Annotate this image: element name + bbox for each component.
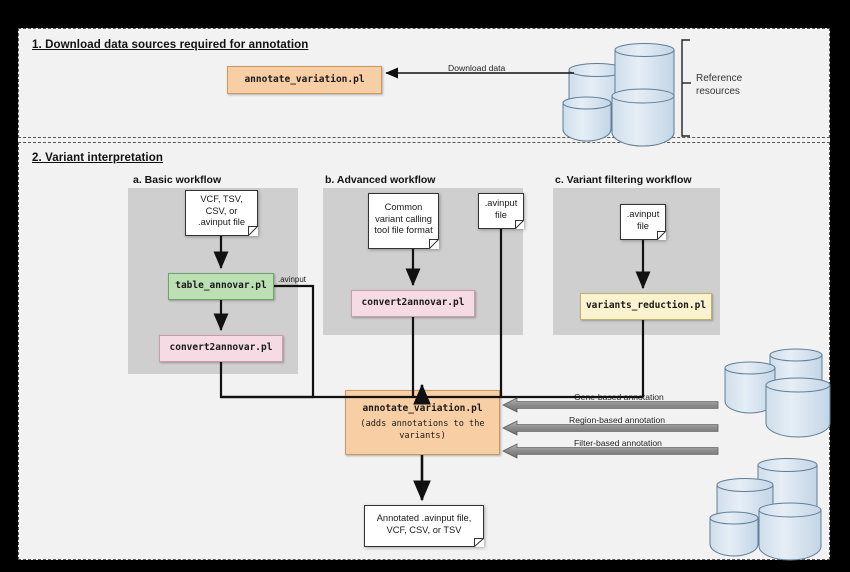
group-title-filtering: c. Variant filtering workflow xyxy=(555,174,692,186)
db-label-hg38: hg38 xyxy=(743,388,763,398)
note-output: Annotated .avinput file, VCF, CSV, or TS… xyxy=(364,505,484,547)
annotation-arrow-label-region: Region-based annotation xyxy=(569,415,666,425)
annotate-variation-core-sublabel: (adds annotations to the variants) xyxy=(360,419,485,441)
db-label-sift-bottom: SIFT xyxy=(724,522,744,532)
db-label-sift-top: SIFT xyxy=(577,107,597,117)
note-basic-input-text: VCF, TSV, CSV, or .avinput file xyxy=(197,193,246,228)
convert2annovar-label-basic: convert2annovar.pl xyxy=(169,342,273,354)
convert2annovar-box-advanced[interactable]: convert2annovar.pl xyxy=(351,290,475,317)
reference-resources-label-line1: Reference xyxy=(696,73,743,84)
section-1-title: 1. Download data sources required for an… xyxy=(32,39,309,51)
db-label-ucsc: UCSC xyxy=(787,373,813,383)
convert2annovar-label-advanced: convert2annovar.pl xyxy=(361,297,465,309)
note-advanced-input: Common variant calling tool file format xyxy=(368,193,439,249)
db-label-dbsnp-top: dbSNP xyxy=(631,64,659,74)
group-title-advanced: b. Advanced workflow xyxy=(325,174,436,186)
annotation-arrow-label-gene: Gene-based annotation xyxy=(574,392,664,402)
db-label-exac-top: ExAC xyxy=(584,76,606,86)
note-advanced-input-text: Common variant calling tool file format xyxy=(374,201,433,236)
reference-resources-label-line2: resources xyxy=(696,86,740,97)
note-advanced-avinput-text: .avinput file xyxy=(484,197,518,220)
note-filtering-avinput: .avinput file xyxy=(620,204,666,240)
convert2annovar-box-basic[interactable]: convert2annovar.pl xyxy=(159,335,283,362)
group-title-basic: a. Basic workflow xyxy=(133,174,222,186)
annotate-variation-core-box[interactable]: annotate_variation.pl (adds annotations … xyxy=(345,390,500,455)
db-label-dbsnp-bottom: dbSNP xyxy=(774,478,802,488)
note-basic-input: VCF, TSV, CSV, or .avinput file xyxy=(185,190,258,236)
table-annovar-box[interactable]: table_annovar.pl xyxy=(168,273,274,300)
db-label-polyphen-bottom: PolyPhen xyxy=(767,518,805,528)
section-download-data-sources xyxy=(18,28,830,138)
annotate-variation-script-box-top[interactable]: annotate_variation.pl xyxy=(227,66,382,94)
db-label-ensembl: Ensembl xyxy=(783,413,817,423)
db-label-exac-bottom: ExAC xyxy=(731,491,753,501)
avinput-branch-label: .avinput xyxy=(278,275,307,284)
note-advanced-avinput: .avinput file xyxy=(478,193,524,229)
annotate-variation-label-top: annotate_variation.pl xyxy=(244,73,365,85)
annotate-variation-core-label: annotate_variation.pl xyxy=(362,402,483,414)
annotation-arrow-label-filter: Filter-based annotation xyxy=(574,438,662,448)
db-label-polyphen-top: PolyPhen xyxy=(622,107,660,117)
variants-reduction-box[interactable]: variants_reduction.pl xyxy=(580,293,712,320)
download-data-edge-label: Download data xyxy=(448,63,506,73)
note-filtering-avinput-text: .avinput file xyxy=(626,208,660,231)
section-2-title: 2. Variant interpretation xyxy=(32,152,163,164)
figure-canvas: 1. Download data sources required for an… xyxy=(18,28,831,561)
variants-reduction-label: variants_reduction.pl xyxy=(585,300,707,312)
table-annovar-label: table_annovar.pl xyxy=(175,280,267,292)
note-output-text: Annotated .avinput file, VCF, CSV, or TS… xyxy=(376,512,472,535)
